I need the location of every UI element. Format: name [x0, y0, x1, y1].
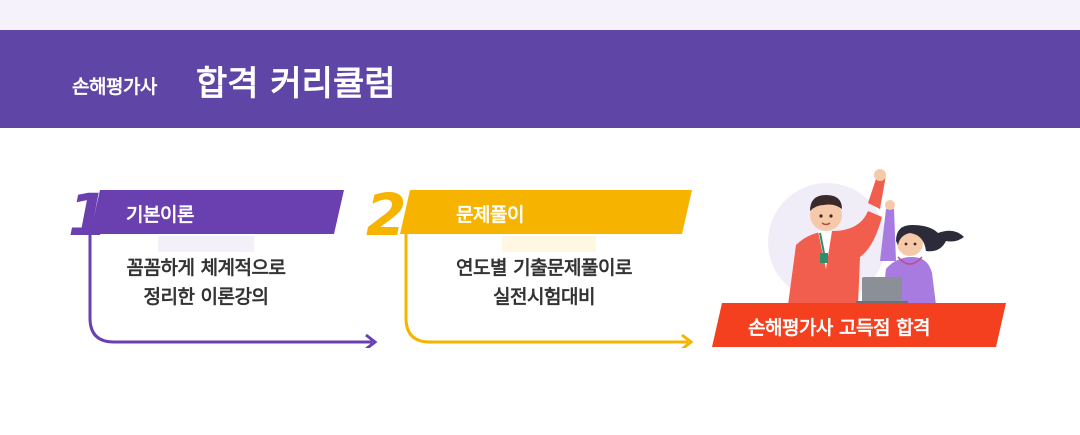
step-2-label: 문제풀이	[456, 204, 524, 226]
step-1-desc-line-2: 정리한 이론강의	[143, 286, 269, 308]
result-banner	[712, 303, 1006, 347]
header-banner: 손해평가사 합격 커리큘럼	[0, 30, 1080, 128]
step-2-arrow	[404, 234, 694, 348]
step-2-desc-line-1: 연도별 기출문제풀이로	[456, 257, 632, 279]
step-2-desc-line-2: 실전시험대비	[493, 286, 595, 308]
step-2-label-box: 문제풀이	[400, 190, 692, 234]
celebrating-people-illustration	[788, 169, 964, 305]
step-2-label-shape	[400, 190, 692, 234]
header-title: 합격 커리큘럼	[196, 64, 396, 104]
step-2-description: 연도별 기출문제풀이로 실전시험대비	[426, 254, 662, 312]
step-1-arrow	[88, 234, 378, 348]
step-2-highlight	[502, 236, 596, 252]
step-2-number: 2	[366, 181, 406, 249]
step-1-label: 기본이론	[126, 204, 194, 226]
step-1-label-shape	[90, 190, 344, 234]
header-subtitle: 손해평가사	[72, 76, 157, 98]
step-1-description: 꼼꼼하게 체계적으로 정리한 이론강의	[96, 254, 316, 312]
result-label: 손해평가사 고득점 합격	[748, 317, 931, 339]
step-1-desc-line-1: 꼼꼼하게 체계적으로	[126, 257, 286, 279]
step-1-highlight	[158, 236, 254, 252]
top-strip	[0, 0, 1080, 30]
step-1-label-box: 기본이론	[90, 190, 344, 234]
